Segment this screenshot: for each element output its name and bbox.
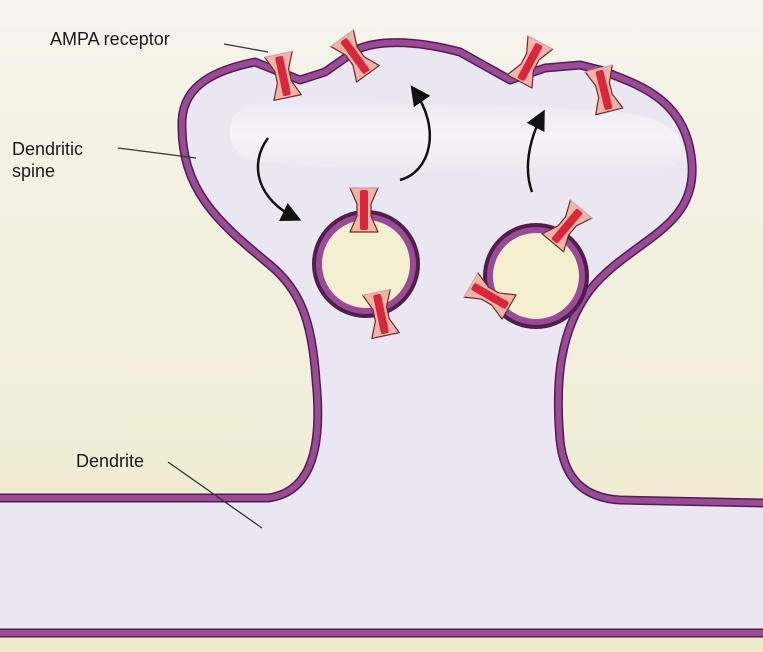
label-dendritic-spine-line2: spine (12, 161, 56, 181)
leader-line-dendrite (167, 461, 263, 529)
trafficking-arrows (256, 85, 545, 222)
label-ampa-receptor: AMPA receptor (50, 29, 170, 49)
arrow-curved-icon (256, 137, 302, 222)
spine-shine (229, 97, 682, 175)
arrow-curved-icon (399, 85, 432, 182)
leader-line-spine (117, 147, 197, 159)
label-dendrite: Dendrite (76, 451, 145, 471)
membrane (0, 38, 763, 508)
arrow-curved-icon (526, 109, 545, 193)
leader-lines (117, 43, 269, 529)
leader-line-ampa (223, 43, 269, 53)
cytoplasm (0, 42, 763, 636)
label-dendritic-spine-line1: Dendritic (12, 139, 84, 159)
label-dendritic-spine: Dendritic spine (12, 138, 83, 182)
vesicle-left (312, 210, 420, 318)
